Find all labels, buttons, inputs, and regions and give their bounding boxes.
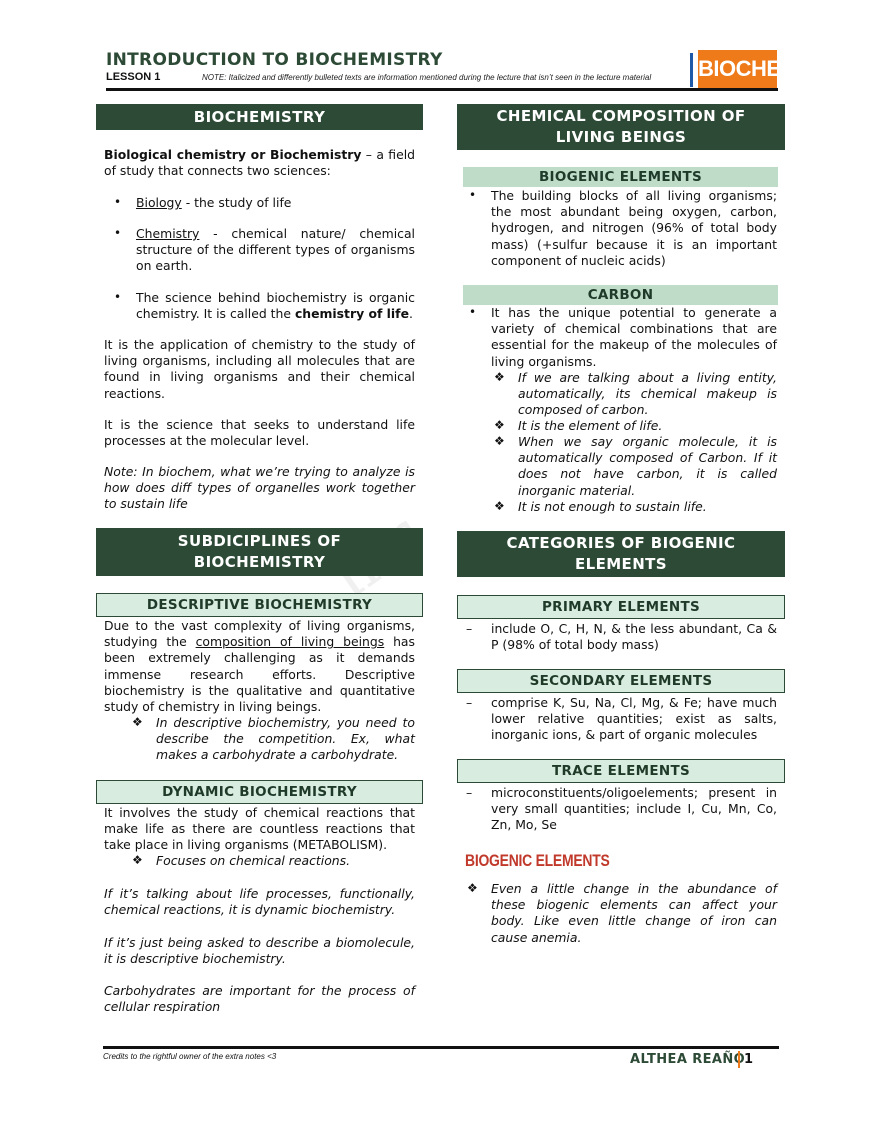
bullet-icon: • [469,305,477,319]
dash-bullet-icon: – [466,621,473,636]
diamond-bullet-icon: ❖ [494,370,505,384]
categories-heading-line1: CATEGORIES OF BIOGENIC [506,534,736,552]
trace-elements-heading: TRACE ELEMENTS [457,759,785,783]
diamond-bullet-icon: ❖ [132,853,143,867]
header-note: NOTE: Italicized and differently bullete… [202,73,652,82]
subdisciplines-heading-line1: SUBDICIPLINES OF [177,532,342,550]
header-divider [106,88,778,91]
bullet-organic-chemistry: The science behind biochemistry is organ… [136,290,415,322]
dynamic-paragraph: It involves the study of chemical reacti… [104,805,415,853]
definition-text: – a field of study that connects two sci… [104,147,416,179]
descriptive-underlined: composition of living beings [195,634,385,650]
document-title: INTRODUCTION TO BIOCHEMISTRY [106,50,443,70]
descriptive-text-a: Due to the vast complexity of living org… [104,618,415,650]
bullet-chemistry: Chemistry - chemical nature/ chemical st… [136,226,415,275]
secondary-elements-heading: SECONDARY ELEMENTS [457,669,785,693]
descriptive-text-b: has been extremely challenging as it dem… [104,634,415,715]
descriptive-tip: If it’s just being asked to describe a b… [104,935,415,967]
application-paragraph: It is the application of chemistry to th… [104,337,415,401]
dynamic-tip: If it’s talking about life processes, fu… [104,886,415,918]
trace-elements-text: microconstituents/oligoelements; present… [491,785,777,833]
diamond-bullet-icon: ❖ [494,434,505,448]
diamond-bullet-icon: ❖ [494,418,505,432]
definition-term: Biological chemistry or Biochemistry [104,147,362,162]
biology-term: Biology [136,195,182,210]
dynamic-lecture-note: Focuses on chemical reactions. [156,853,351,868]
diamond-bullet-icon: ❖ [132,715,143,729]
primary-elements-heading: PRIMARY ELEMENTS [457,595,785,619]
dynamic-biochemistry-heading: DYNAMIC BIOCHEMISTRY [96,780,423,804]
diamond-bullet-icon: ❖ [467,881,478,895]
biochem-logo: BIOCHEM [698,50,799,88]
organic-text: The science behind biochemistry is organ… [136,290,415,322]
descriptive-biochemistry-heading: DESCRIPTIVE BIOCHEMISTRY [96,593,423,617]
carbohydrates-note: Carbohydrates are important for the proc… [104,983,415,1015]
organelles-note: Note: In biochem, what we’re trying to a… [104,464,415,512]
biology-text: - the study of life [181,195,292,210]
footer-divider [103,1046,779,1049]
biogenic-elements-styled-heading: BIOGENIC ELEMENTS [465,851,610,870]
footer-credit: Credits to the rightful owner of the ext… [103,1052,277,1061]
carbon-note-living-entity: If we are talking about a living entity,… [518,370,777,418]
footer-separator [738,1051,740,1068]
biogenic-elements-text: The building blocks of all living organi… [491,188,777,268]
science-paragraph: It is the science that seeks to understa… [104,417,415,449]
chemical-composition-heading-line2: LIVING BEINGS [555,128,687,146]
dash-bullet-icon: – [466,695,473,710]
author-name: ALTHEA REAÑO [630,1052,746,1067]
bullet-icon: • [114,226,122,240]
chemistry-text: - chemical nature/ chemical structure of… [136,226,415,274]
period: . [408,306,413,322]
chemistry-term: Chemistry [136,226,200,241]
categories-heading: CATEGORIES OF BIOGENIC ELEMENTS [457,531,785,577]
bullet-biology: Biology - the study of life [136,195,415,211]
carbon-heading: CARBON [463,285,778,305]
lesson-label: LESSON 1 [106,71,161,83]
logo-accent-bar [690,53,693,87]
descriptive-paragraph: Due to the vast complexity of living org… [104,618,415,715]
biochemistry-heading: BIOCHEMISTRY [96,104,423,130]
biogenic-elements-heading: BIOGENIC ELEMENTS [463,167,778,187]
carbon-note-not-enough: It is not enough to sustain life. [518,499,707,514]
bullet-icon: • [114,195,122,209]
descriptive-lecture-note: In descriptive biochemistry, you need to… [156,715,415,763]
chemical-composition-heading-line1: CHEMICAL COMPOSITION OF [496,107,746,125]
subdisciplines-heading: SUBDICIPLINES OF BIOCHEMISTRY [96,528,423,576]
dash-bullet-icon: – [466,785,473,800]
chemical-composition-heading: CHEMICAL COMPOSITION OF LIVING BEINGS [457,104,785,150]
subdisciplines-heading-line2: BIOCHEMISTRY [193,553,326,571]
categories-heading-line2: ELEMENTS [574,555,667,573]
chemistry-of-life: chemistry of life [294,306,409,322]
page-number: 1 [744,1052,754,1067]
definition-paragraph: Biological chemistry or Biochemistry – a… [104,147,415,179]
bullet-icon: • [469,188,477,202]
diamond-bullet-icon: ❖ [494,499,505,513]
carbon-note-element-of-life: It is the element of life. [518,418,663,433]
carbon-note-organic: When we say organic molecule, it is auto… [518,434,777,498]
biogenic-change-note: Even a little change in the abundance of… [491,881,777,945]
primary-elements-text: include O, C, H, N, & the less abundant,… [491,621,777,653]
bullet-icon: • [114,290,122,304]
secondary-elements-text: comprise K, Su, Na, Cl, Mg, & Fe; have m… [491,695,777,743]
carbon-text: It has the unique potential to generate … [491,305,777,369]
